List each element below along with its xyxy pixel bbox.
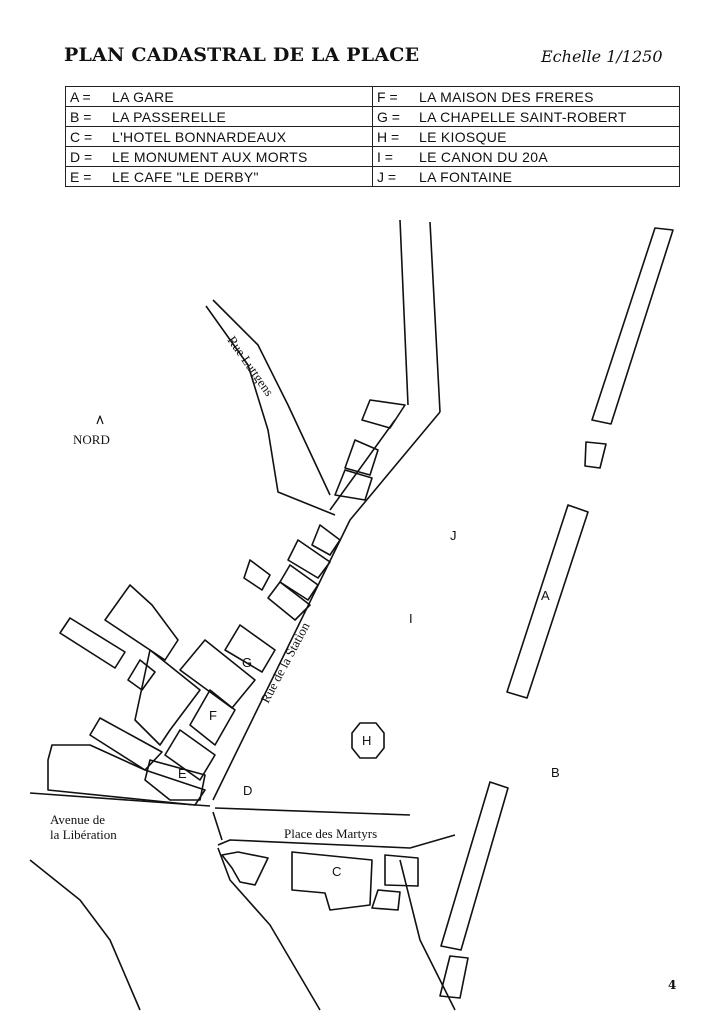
marker-j: J	[450, 528, 457, 543]
west-building-cluster	[59, 524, 341, 801]
marker-c: C	[332, 864, 341, 879]
legend-cell-d: D = LE MONUMENT AUX MORTS	[65, 146, 373, 167]
legend-label: LE CANON DU 20A	[419, 148, 548, 165]
legend-cell-j: J = LA FONTAINE	[372, 166, 680, 187]
legend-label: LA MAISON DES FRERES	[419, 88, 594, 105]
legend-key: D =	[70, 148, 93, 165]
map-scale: Echelle 1/1250	[541, 47, 663, 66]
marker-e: E	[178, 766, 187, 781]
legend-label: LA PASSERELLE	[112, 108, 227, 125]
legend-label: LE MONUMENT AUX MORTS	[112, 148, 308, 165]
legend-key: A =	[70, 88, 91, 105]
street-label-avenue-line1: Avenue de	[50, 812, 105, 827]
marker-f: F	[209, 708, 217, 723]
marker-d: D	[243, 783, 252, 798]
marker-b: B	[551, 765, 560, 780]
legend-label: LE CAFE "LE DERBY"	[112, 168, 259, 185]
upper-buildings	[334, 399, 406, 501]
legend-key: H =	[377, 128, 400, 145]
railway-lines	[399, 219, 441, 413]
platforms	[439, 227, 674, 999]
legend-cell-h: H = LE KIOSQUE	[372, 126, 680, 147]
legend-row: E = LE CAFE "LE DERBY" J = LA FONTAINE	[65, 166, 680, 187]
marker-a: A	[541, 588, 550, 603]
legend-key: I =	[377, 148, 393, 165]
north-label: NORD	[73, 432, 110, 447]
place-boundaries	[29, 792, 456, 1011]
page-title: PLAN CADASTRAL DE LA PLACE	[64, 44, 420, 66]
legend-label: LA CHAPELLE SAINT-ROBERT	[419, 108, 627, 125]
rue-luttgens-street	[205, 299, 336, 516]
legend-key: B =	[70, 108, 92, 125]
legend-cell-f: F = LA MAISON DES FRERES	[372, 86, 680, 107]
place-buildings	[221, 851, 419, 911]
legend-label: L'HOTEL BONNARDEAUX	[112, 128, 287, 145]
legend-row: D = LE MONUMENT AUX MORTS I = LE CANON DU …	[65, 146, 680, 167]
legend-cell-i: I = LE CANON DU 20A	[372, 146, 680, 167]
corner-lot	[47, 744, 206, 806]
place-label: Place des Martyrs	[284, 826, 377, 841]
legend-cell-b: B = LA PASSERELLE	[65, 106, 373, 127]
legend-key: G =	[377, 108, 400, 125]
legend-table: A = LA GARE F = LA MAISON DES FRERES B = LA…	[65, 86, 680, 187]
legend-label: LE KIOSQUE	[419, 128, 507, 145]
street-label-rue-de-la-station: Rue de la Station	[257, 619, 312, 705]
legend-label: LA FONTAINE	[419, 168, 513, 185]
legend-key: J =	[377, 168, 397, 185]
north-arrow-icon	[96, 415, 104, 425]
legend-row: A = LA GARE F = LA MAISON DES FRERES	[65, 86, 680, 107]
marker-i: I	[409, 611, 413, 626]
legend-cell-e: E = LE CAFE "LE DERBY"	[65, 166, 373, 187]
marker-h: H	[362, 733, 371, 748]
legend-row: B = LA PASSERELLE G = LA CHAPELLE SAINT-RO…	[65, 106, 680, 127]
rue-de-la-station-street	[212, 411, 441, 801]
marker-g: G	[242, 655, 252, 670]
street-label-avenue-line2: la Libération	[50, 827, 117, 842]
legend-key: E =	[70, 168, 92, 185]
legend-key: F =	[377, 88, 398, 105]
legend-label: LA GARE	[112, 88, 175, 105]
legend-key: C =	[70, 128, 93, 145]
legend-row: C = L'HOTEL BONNARDEAUX H = LE KIOSQUE	[65, 126, 680, 147]
kiosque	[351, 722, 385, 759]
page-number: 4	[668, 978, 677, 992]
